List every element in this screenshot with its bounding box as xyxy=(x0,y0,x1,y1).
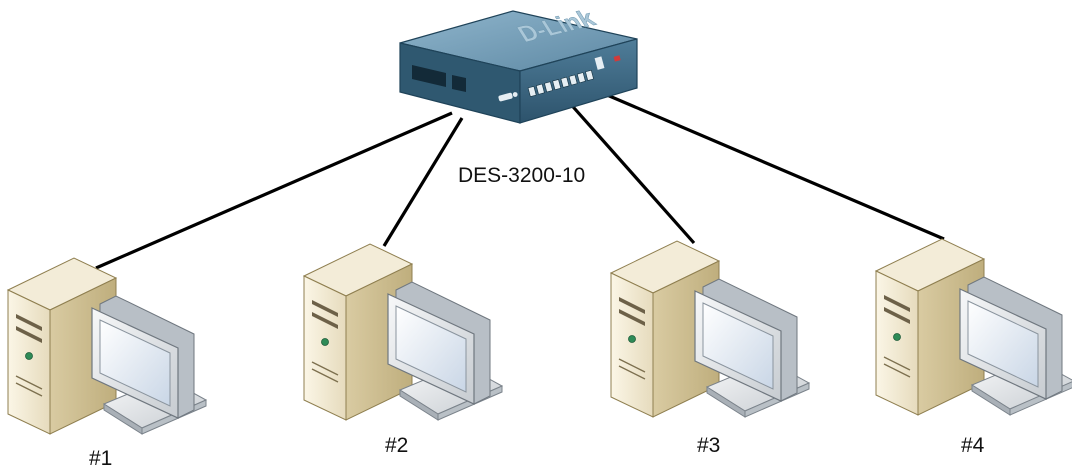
vent-line xyxy=(15,382,43,397)
monitor-screen xyxy=(967,300,1039,388)
tower-front xyxy=(875,270,919,416)
switch-ports xyxy=(527,69,594,97)
console-port-icon xyxy=(498,92,518,102)
network-switch[interactable]: D-Link xyxy=(399,6,638,124)
switch-port xyxy=(552,79,562,91)
cable-pc2 xyxy=(382,117,464,247)
computer-4[interactable] xyxy=(874,238,1072,416)
switch-port xyxy=(585,69,594,81)
tower-front xyxy=(303,275,347,421)
cable-pc1 xyxy=(95,111,453,270)
switch-port xyxy=(527,85,537,97)
computer-2[interactable] xyxy=(302,243,504,421)
monitor-screen xyxy=(702,302,774,390)
pc-label-1: #1 xyxy=(89,447,112,469)
vent-line xyxy=(883,356,911,371)
switch-port xyxy=(544,81,553,93)
power-led-icon xyxy=(321,338,329,346)
vent-line xyxy=(311,361,339,376)
drive-bay xyxy=(884,307,910,324)
drive-bay xyxy=(312,300,338,317)
vent-line xyxy=(883,363,911,378)
switch-port xyxy=(576,72,586,84)
status-led xyxy=(613,55,621,62)
cable-pc4 xyxy=(585,84,945,241)
power-led-icon xyxy=(893,333,901,341)
power-led-icon xyxy=(628,335,636,343)
computers xyxy=(6,238,1072,435)
switch-port xyxy=(535,83,545,95)
drive-bay xyxy=(619,309,645,326)
switch-vent xyxy=(412,65,446,87)
switch-port xyxy=(568,74,578,86)
uplink-port xyxy=(594,56,605,70)
switch-model-label: DES-3200-10 xyxy=(458,164,585,187)
drive-bay xyxy=(16,314,42,331)
cables xyxy=(95,84,945,270)
drive-bay xyxy=(619,297,645,314)
vent-line xyxy=(618,365,646,380)
cable-pc3 xyxy=(565,98,696,245)
tower-front xyxy=(7,289,51,435)
drive-bay xyxy=(312,312,338,329)
pc-label-2: #2 xyxy=(385,434,408,457)
pc-label-4: #4 xyxy=(961,434,985,457)
tower-front xyxy=(610,272,654,418)
monitor-screen xyxy=(99,319,171,407)
computer-3[interactable] xyxy=(609,240,811,418)
power-led-icon xyxy=(25,352,33,360)
monitor-screen xyxy=(395,305,467,393)
drive-bay xyxy=(884,295,910,312)
drive-bay xyxy=(16,326,42,343)
switch-port xyxy=(560,76,570,88)
switch-front-face xyxy=(519,38,638,124)
vent-line xyxy=(311,368,339,383)
pc-label-3: #3 xyxy=(697,434,720,457)
vent-line xyxy=(618,358,646,373)
computer-1[interactable] xyxy=(6,257,208,435)
vent-line xyxy=(15,375,43,390)
